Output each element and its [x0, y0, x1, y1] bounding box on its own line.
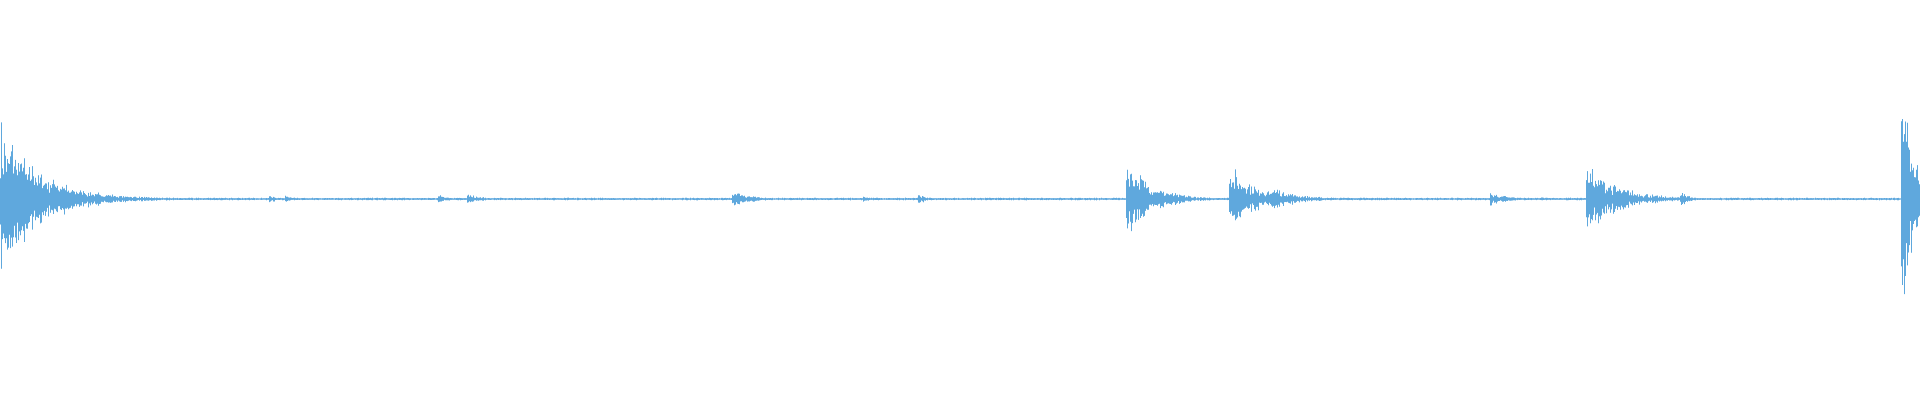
waveform-bars: [0, 119, 1920, 295]
